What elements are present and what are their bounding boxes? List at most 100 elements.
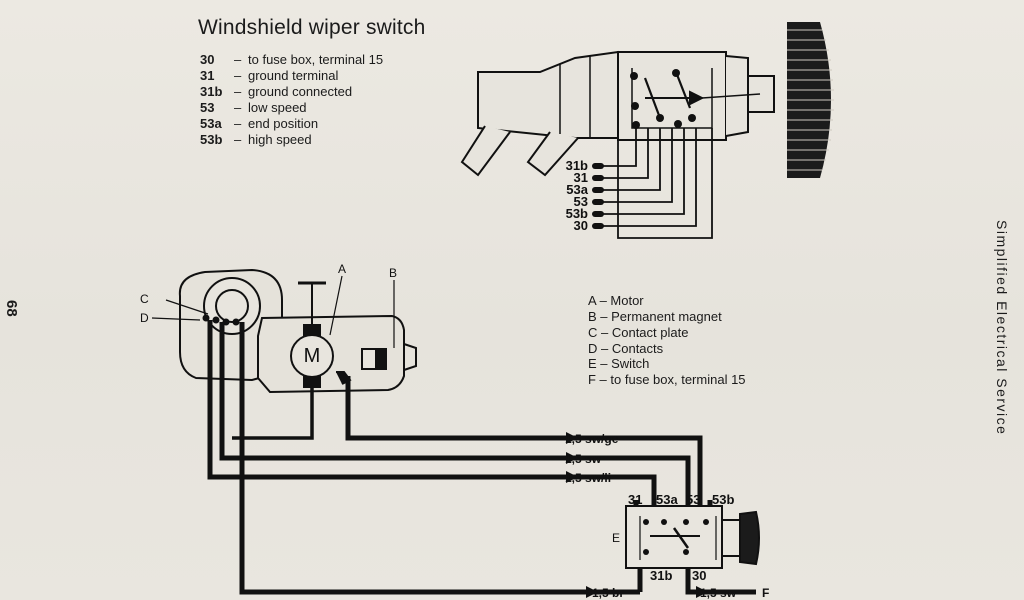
- label-d: D: [140, 311, 149, 325]
- arrow: [566, 452, 578, 464]
- code-desc: end position: [248, 116, 319, 131]
- code-dash: –: [234, 100, 242, 115]
- label-c: C: [140, 292, 149, 306]
- switch-e-contacts: [643, 519, 709, 555]
- connector-pins: [592, 163, 604, 229]
- code-id: 30: [200, 52, 215, 67]
- switch-e-contact: [643, 519, 649, 525]
- wire-label: 1,5 sw: [565, 452, 602, 466]
- contact-finger: [202, 314, 210, 322]
- contact-dots: [630, 69, 696, 129]
- code-desc: low speed: [248, 100, 307, 115]
- label-a: A: [338, 262, 346, 276]
- wiper-motor-assembly: [151, 268, 417, 440]
- terminal-label: 53b: [566, 206, 588, 221]
- switch-e-term: 53a: [656, 492, 678, 507]
- switch-e-term: 53: [686, 492, 700, 507]
- terminal-label: 53a: [566, 182, 588, 197]
- brush-bottom: [303, 376, 321, 388]
- terminal-label: 31: [574, 170, 588, 185]
- contact-dot: [630, 72, 638, 80]
- connector-pin: [592, 211, 604, 217]
- contact-plate-inner: [215, 289, 249, 323]
- arrow: [696, 586, 708, 598]
- code-row: 53 –low speed: [200, 100, 307, 115]
- legend-item: A – Motor: [588, 293, 644, 308]
- code-row: 53a–end position: [200, 116, 318, 131]
- wire-sw-ge: [345, 376, 703, 506]
- leader-c-d: [151, 299, 209, 321]
- lever-left: [460, 125, 511, 177]
- permanent-magnet-pole: [375, 348, 387, 370]
- diagram-title: Windshield wiper switch: [198, 16, 426, 39]
- code-id: 31: [200, 68, 215, 83]
- brush-top: [303, 324, 321, 336]
- label-e: E: [612, 531, 620, 545]
- code-desc: to fuse box, terminal 15: [248, 52, 384, 67]
- switch-e-term: 31b: [650, 568, 672, 583]
- contact-dot: [688, 114, 696, 122]
- contact-dot: [631, 102, 639, 110]
- contact-dot: [656, 114, 664, 122]
- terminal-label: 30: [574, 218, 588, 233]
- wire-br: [239, 322, 640, 595]
- motor-symbol: M: [304, 345, 321, 367]
- code-id: 53a: [200, 116, 222, 131]
- legend-item: D – Contacts: [588, 341, 664, 356]
- code-row: 30–to fuse box, terminal 15: [200, 52, 383, 67]
- switch-e-knob: [739, 510, 760, 566]
- legend-item: E – Switch: [588, 356, 650, 371]
- connector-pin: [592, 175, 604, 181]
- connector-pin: [592, 187, 604, 193]
- switch-knob: [787, 22, 834, 178]
- wire-sw-li: [207, 320, 657, 506]
- connector-pin: [592, 199, 604, 205]
- switch-e-contact: [643, 549, 649, 555]
- wire-label: 1,5 sw/ge: [565, 432, 619, 446]
- harness-wires: [602, 128, 697, 227]
- motor-lead: [232, 387, 314, 440]
- code-row: 31b–ground connected: [200, 84, 352, 99]
- code-desc: ground connected: [248, 84, 353, 99]
- shaft-rod: [701, 93, 761, 99]
- switch-e-rails: [639, 516, 717, 560]
- legend-item: C – Contact plate: [588, 325, 689, 340]
- wire-arrows: [566, 432, 708, 598]
- switch-e: [625, 505, 760, 569]
- switch-e-blade: [672, 527, 690, 549]
- switch-assembly: [460, 50, 775, 239]
- terminal-label: 53: [574, 194, 588, 209]
- connector-pin: [592, 163, 604, 169]
- shaft-arrow: [689, 90, 705, 106]
- motor-end-cap: [403, 343, 417, 371]
- code-id: 53: [200, 100, 215, 115]
- arrow: [566, 432, 578, 444]
- switch-e-contact: [683, 519, 689, 525]
- code-id: 53b: [200, 132, 223, 147]
- stalk-ribs: [559, 56, 591, 138]
- connector-pin: [592, 223, 604, 229]
- code-id: 31b: [200, 84, 223, 99]
- switch-e-term: 31: [628, 492, 642, 507]
- wire-label: 1,5 sw: [700, 586, 737, 600]
- arrow: [586, 586, 598, 598]
- harness-frame: [617, 128, 713, 239]
- wire-label: 1,5 br: [592, 586, 624, 600]
- arrow: [566, 471, 578, 483]
- contact-finger: [212, 316, 220, 324]
- code-dash: –: [234, 132, 242, 147]
- switch-e-contact: [683, 549, 689, 555]
- switch-e-shaft: [722, 519, 741, 557]
- legend-item: B – Permanent magnet: [588, 309, 722, 324]
- code-desc: ground terminal: [248, 68, 339, 83]
- code-row: 53b–high speed: [200, 132, 312, 147]
- code-dash: –: [234, 84, 242, 99]
- switch-e-term: 53b: [712, 492, 734, 507]
- contact-finger: [232, 318, 240, 326]
- terminal-label: 31b: [566, 158, 588, 173]
- label-b: B: [389, 266, 397, 280]
- code-row: 31–ground terminal: [200, 68, 338, 83]
- contact-dot: [672, 69, 680, 77]
